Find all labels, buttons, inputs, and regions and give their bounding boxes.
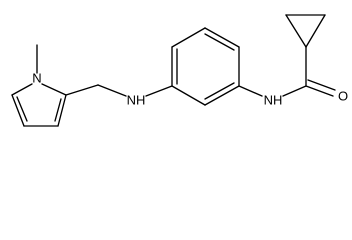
bond-benzene-5-inner [204, 82, 235, 100]
bond-pyrrole-c5-n [11, 83, 33, 96]
bond-amine-n-benzene [145, 85, 173, 97]
bond-benzene-2 [171, 27, 206, 48]
pyrrole-ring [11, 83, 67, 127]
atom-label-carbonyl-o: O [338, 88, 348, 103]
bond-pyrrole-c2-ch2 [65, 84, 99, 96]
atom-label-amide-nh: NH [264, 92, 283, 107]
cyclopropane-ring [285, 14, 326, 48]
bond-pyrrole-c4-c5 [11, 94, 25, 127]
molecule-structure-diagram: N NH NH O [11, 14, 348, 127]
bond-benzene-3 [204, 27, 240, 48]
bond-amide-n-carbonyl-c [282, 85, 307, 97]
bond-cyclopropane-3 [305, 14, 326, 48]
bond-carbonyl-co-second [307, 79, 336, 91]
atom-label-amine-nh: NH [127, 92, 146, 107]
structure-canvas: N NH NH O [11, 14, 349, 127]
bond-carbonyl-co [305, 85, 334, 97]
bond-benzene-amide-n [238, 85, 263, 97]
atom-label-pyrrole-n: N [32, 70, 41, 85]
bond-pyrrole-c2-c3 [57, 94, 67, 127]
bond-benzene-6 [171, 85, 206, 106]
bond-pyrrole-c2-c3-inner [54, 98, 62, 122]
bond-benzene-5 [204, 85, 240, 106]
benzene-ring [171, 27, 240, 106]
bond-ch2-amine-n [97, 84, 127, 97]
bond-pyrrole-c4-c5-inner [16, 96, 28, 122]
bond-pyrrole-n-c2 [41, 83, 67, 96]
bond-cyclopropane-1 [285, 14, 307, 48]
bond-benzene-3-inner [204, 33, 235, 51]
